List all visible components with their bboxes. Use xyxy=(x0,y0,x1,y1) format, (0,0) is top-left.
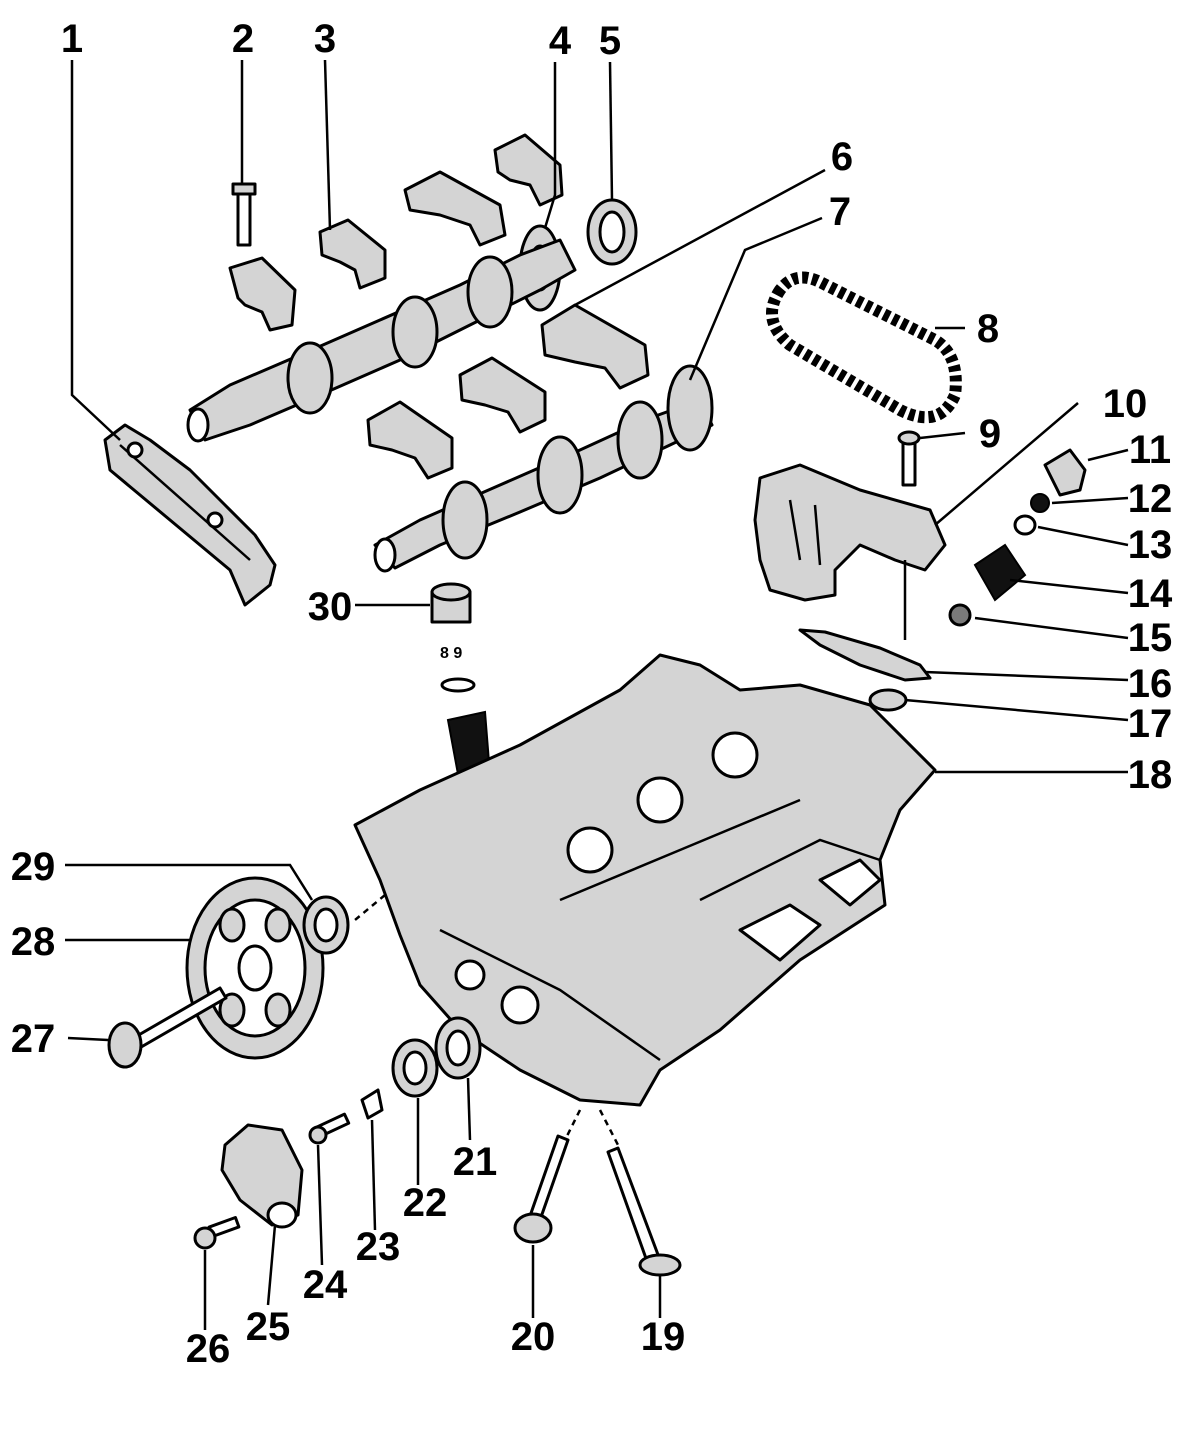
label-16: 16 xyxy=(1128,662,1173,706)
part-13-ring xyxy=(1013,514,1037,536)
keepers-label: 8 9 xyxy=(440,645,462,662)
label-18: 18 xyxy=(1128,753,1173,797)
part-8-timing-chain xyxy=(766,271,962,424)
part-24-screw xyxy=(308,1112,351,1145)
part-29-seal xyxy=(302,895,350,955)
part-25-cover xyxy=(220,1123,304,1229)
label-28: 28 xyxy=(11,920,56,964)
label-14: 14 xyxy=(1128,572,1173,616)
label-3: 3 xyxy=(314,17,336,61)
part-11-cap xyxy=(1043,448,1087,497)
part-10-tensioner xyxy=(753,463,947,602)
part-20-valve xyxy=(513,1134,570,1244)
part-7-camshaft-lower xyxy=(373,364,714,573)
label-1: 1 xyxy=(61,17,83,61)
label-20: 20 xyxy=(511,1315,556,1359)
label-25: 25 xyxy=(246,1305,291,1349)
part-27-shaft xyxy=(107,986,228,1069)
label-11: 11 xyxy=(1129,428,1171,472)
part-22-seal xyxy=(391,1038,439,1098)
label-22: 22 xyxy=(403,1181,448,1225)
label-4: 4 xyxy=(549,19,572,63)
label-15: 15 xyxy=(1128,616,1173,660)
part-2-bolt-and-cap xyxy=(228,182,297,332)
label-23: 23 xyxy=(356,1225,401,1269)
label-17: 17 xyxy=(1128,702,1173,746)
label-26: 26 xyxy=(186,1327,231,1371)
callout-numbers: 1 2 3 4 5 6 7 8 9 10 11 12 13 14 15 16 1… xyxy=(11,17,1173,1371)
leader-lines xyxy=(65,59,1129,1330)
label-30: 30 xyxy=(308,585,353,629)
part-23-washer xyxy=(360,1088,384,1120)
label-12: 12 xyxy=(1128,477,1173,521)
part-30-tappet-stack: 8 9 xyxy=(430,582,492,787)
label-24: 24 xyxy=(303,1263,348,1307)
part-9-bolt xyxy=(897,430,921,487)
part-14-spring xyxy=(973,543,1027,602)
part-26-bolt xyxy=(193,1216,241,1250)
part-15-nut xyxy=(948,603,972,627)
label-5: 5 xyxy=(599,19,621,63)
part-19-valve xyxy=(606,1146,682,1277)
part-6-bearing-cap xyxy=(540,303,650,390)
middle-bearing-caps xyxy=(366,356,547,480)
label-7: 7 xyxy=(829,190,851,234)
label-10: 10 xyxy=(1103,382,1148,426)
label-27: 27 xyxy=(11,1017,56,1061)
label-21: 21 xyxy=(453,1140,498,1184)
part-21-seal xyxy=(434,1016,482,1080)
label-2: 2 xyxy=(232,17,254,61)
label-6: 6 xyxy=(831,135,853,179)
part-28-gear xyxy=(185,876,325,1060)
part-3-bearing-cap xyxy=(318,218,387,290)
part-17-shim xyxy=(868,688,908,712)
label-9: 9 xyxy=(979,412,1001,456)
part-16-bracket xyxy=(798,628,932,682)
camshaft-upper xyxy=(186,238,577,443)
part-1-guide-rail xyxy=(103,423,277,607)
label-29: 29 xyxy=(11,845,56,889)
part-12-washer xyxy=(1030,493,1050,513)
part-5-seal xyxy=(586,198,638,266)
label-19: 19 xyxy=(641,1315,686,1359)
label-13: 13 xyxy=(1128,523,1173,567)
label-8: 8 xyxy=(977,307,999,351)
part-18-cylinder-head xyxy=(353,653,937,1107)
